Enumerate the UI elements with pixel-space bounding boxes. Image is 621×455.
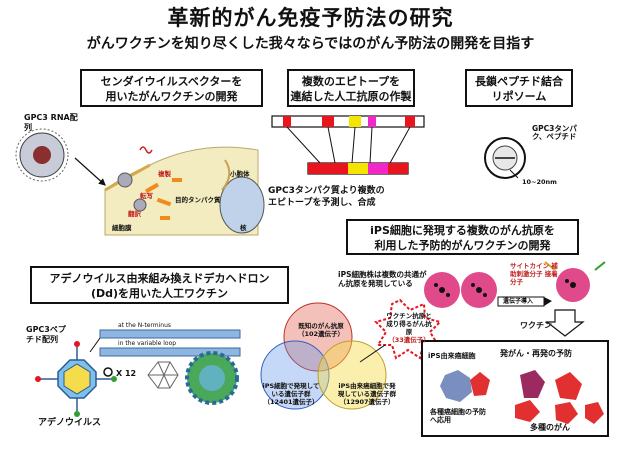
ips-label-line1: iPS細胞に発現する複数のがん抗原を [370,224,555,237]
venn-known-text: 既知のがん抗原 [298,322,344,330]
epitope-label-box: 複数のエピトープを 連結した人工抗原の作製 [287,69,415,107]
epitope-caption-line1: GPC3タンパク質より複数の [268,186,385,196]
nucleus-shape [219,176,265,234]
sendai-label-line1: センダイウイルスベクターを [100,75,243,88]
vaccine-candidate-count: （33遺伝子） [388,336,430,344]
tenya-label: 転写 [140,192,153,200]
n-terminus-label: at the N-terminus [118,322,171,329]
epitope-yellow [349,116,361,127]
venn-cancer-text: iPS由来癌細胞で発現している遺伝子群 [337,382,397,398]
gpc3-rna-label: GPC3 RNA配列 [24,113,78,132]
gene-transfer-label: 遺伝子導入 [503,298,534,305]
venn-circle-ips [260,340,330,410]
variable-loop-bar [99,347,241,357]
liposome-label-line1: 長鎖ペプチド結合 [475,75,563,88]
page-subtitle: がんワクチンを知り尽くした我々ならではのがん予防法の開発を目指す [86,36,535,52]
n-terminus-bar [99,329,241,339]
epitope-caption: GPC3タンパク質より複数の エピトープを予測し、合成 [268,185,418,209]
shohotai-label: 小胞体 [230,170,250,178]
liposome-label-line2: リポソーム [491,90,547,103]
er-shape [221,159,231,191]
adenovirus-label: アデノウイルス [38,418,102,428]
sendai-label-box: センダイウイルスベクターを 用いたがんワクチンの開発 [80,69,263,107]
epitope-label-line2: 連結した人工抗原の作製 [290,90,412,103]
sendai-label-line2: 用いたがんワクチンの開発 [105,90,238,103]
saibomaku-label: 細胞膜 [112,224,132,232]
venn-ips-text: iPS細胞で発現している遺伝子群 [262,382,320,398]
adeno-label-line1: アデノウイルス由来組み換えドデカヘドロン [49,272,270,285]
honyaku-label: 翻訳 [128,210,141,218]
liposome-size-label: 10~20nm [522,178,557,186]
venn-ips-count: （12401遺伝子） [263,398,319,406]
ips-cancer-cells-label: iPS由来癌細胞 [428,352,476,360]
vaccine-label: ワクチン [520,321,552,330]
epitope-pink [368,116,376,127]
adeno-label-box: アデノウイルス由来組み換えドデカヘドロン (Dd)を用いた人工ワクチン [30,266,289,304]
fukusei-label: 複製 [158,170,171,178]
epitope-red-1 [283,116,291,127]
venn-known-count: （102遺伝子） [297,330,345,338]
ips-label-line2: 利用した予防的がんワクチンの開発 [374,239,551,252]
vaccine-candidate-text: ワクチン抗原と成り得るがん抗原 [386,312,432,336]
vaccine-candidate-label: ワクチン抗原と成り得るがん抗原 （33遺伝子） [384,312,434,344]
venn-cancer-count: （12907遺伝子） [339,398,395,406]
liposome-label-box: 長鎖ペプチド結合 リポソーム [465,69,573,107]
various-cancers-label: 多種のがん [530,423,570,432]
venn-cancer-label: iPS由来癌細胞で発現している遺伝子群 （12907遺伝子） [336,382,398,406]
prevention-label: 発がん・再発の予防 [500,349,572,358]
immune-label: 各種癌細胞の予防へ応用 [430,408,486,424]
kaku-label: 核 [240,224,247,232]
venn-circle-cancer [317,340,387,410]
epitope-caption-line2: エピトープを予測し、合成 [268,198,376,208]
adeno-label-line2: (Dd)を用いた人工ワクチン [90,287,229,300]
multiplier-label: X 12 [116,369,137,378]
variable-loop-label: in the variable loop [118,340,177,347]
page-title: 革新的がん免疫予防法の研究 [167,6,454,30]
venn-ips-label: iPS細胞で発現している遺伝子群 （12401遺伝子） [262,382,320,406]
liposome-gpc3-label: GPC3タンパク、ペプチド [532,124,577,141]
ips-note: iPS細胞株は複数の共通がん抗原を発現している [338,270,427,288]
venn-known-label: 既知のがん抗原 （102遺伝子） [296,322,346,338]
cytokine-label: サイトカイン 補助刺激分子 接着分子 [510,262,558,286]
ips-label-box: iPS細胞に発現する複数のがん抗原を 利用した予防的がんワクチンの開発 [346,219,579,255]
mokuteki-label: 目的タンパク質 [175,196,221,204]
ips-cancer-cell [440,370,472,402]
epitope-label-line1: 複数のエピトープを [301,75,401,88]
gpc3-peptide-label: GPC3ペプチド配列 [26,325,66,344]
